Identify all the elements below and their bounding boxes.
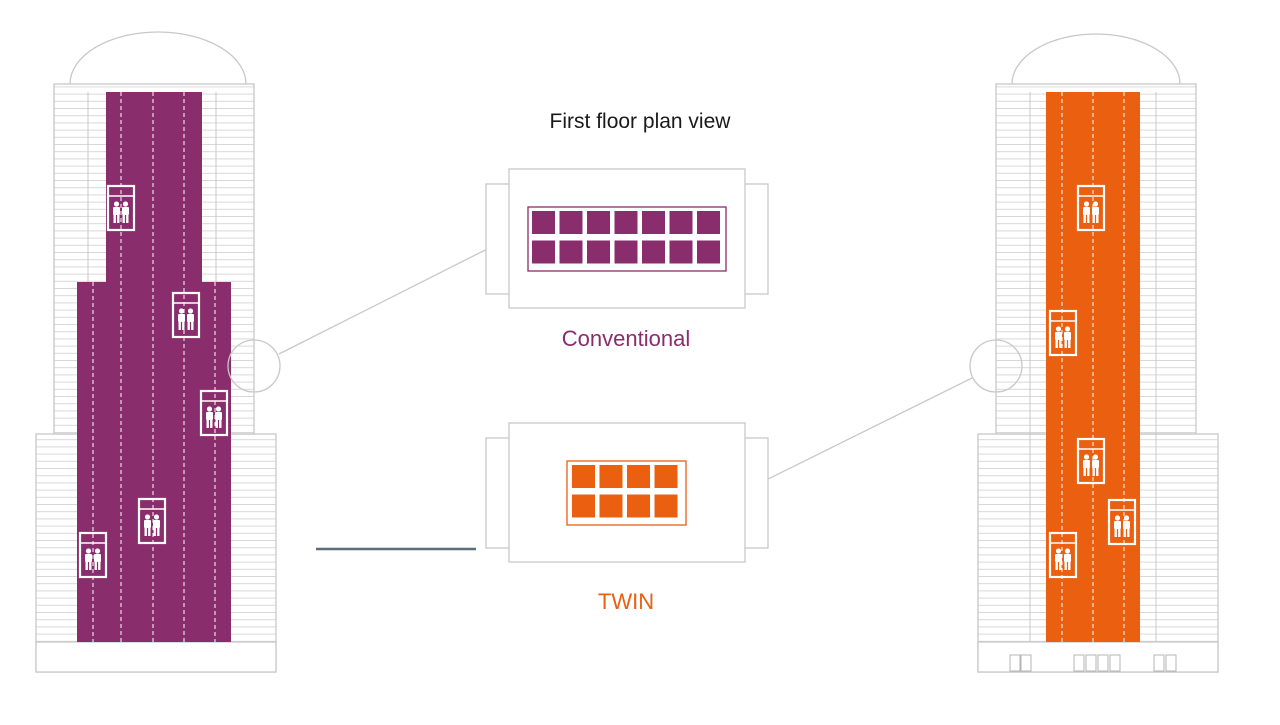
elevator-car-icon [171, 291, 201, 339]
twin-car-cell [654, 465, 678, 488]
elevator-car-icon [1048, 531, 1078, 579]
twin-car-cell [654, 494, 678, 518]
person-icon [1114, 515, 1121, 537]
twin-car-cell [599, 494, 623, 518]
conventional-car-cell [614, 211, 638, 234]
person-icon [1064, 548, 1071, 570]
twin-car-grid [572, 465, 678, 518]
conventional-car-cell [614, 240, 638, 264]
conventional-car-cell [642, 240, 665, 264]
person-icon [1123, 515, 1130, 537]
conventional-car-cell [697, 211, 720, 234]
diagram-title: First floor plan view [549, 110, 731, 133]
twin-car-cell [572, 494, 595, 518]
twin-building [977, 33, 1219, 673]
person-icon [1092, 454, 1099, 476]
twin-floor-plan [485, 422, 769, 563]
person-icon [206, 406, 213, 428]
conventional-car-cell [559, 240, 583, 264]
elevator-car-icon [106, 184, 136, 232]
person-icon [144, 514, 151, 536]
twin-car-grid-frame [566, 460, 687, 526]
elevator-car-icon [78, 531, 108, 579]
conventional-plan-box [508, 168, 746, 309]
person-icon [1064, 326, 1071, 348]
twin-label: TWIN [597, 589, 655, 614]
conventional-car-cell [532, 211, 555, 234]
elevator-car-icon [199, 389, 229, 437]
person-icon [85, 548, 92, 570]
twin-car-cell [599, 465, 623, 488]
twin-leader-line [745, 377, 973, 491]
conventional-car-cell [669, 211, 693, 234]
twin-car-cell [627, 494, 650, 518]
person-icon [122, 201, 129, 223]
conventional-leader-line [278, 237, 510, 355]
conventional-car-cell [697, 240, 720, 264]
conventional-shaft-lines [92, 92, 216, 642]
conventional-car-cell [642, 211, 665, 234]
person-icon [215, 406, 222, 428]
twin-ground-doors [1009, 654, 1177, 672]
twin-car-cell [627, 465, 650, 488]
elevator-car-icon [1107, 498, 1137, 546]
person-icon [94, 548, 101, 570]
person-icon [187, 308, 194, 330]
elevator-car-icon [1048, 309, 1078, 357]
magnifier-callouts [227, 237, 1023, 491]
conventional-car-grid-frame [527, 206, 727, 272]
person-icon [178, 308, 185, 330]
conventional-building [35, 31, 277, 673]
conventional-car-cell [559, 211, 583, 234]
twin-elevator-cars [1048, 184, 1137, 579]
conventional-car-cell [587, 211, 610, 234]
person-icon [1092, 201, 1099, 223]
conventional-elevator-cars [78, 184, 229, 579]
conventional-car-cell [669, 240, 693, 264]
conventional-car-grid [532, 211, 720, 264]
twin-car-cell [572, 465, 595, 488]
conventional-car-cell [532, 240, 555, 264]
conventional-label: Conventional [561, 326, 691, 351]
conventional-car-cell [587, 240, 610, 264]
twin-building-dome [1011, 33, 1181, 85]
person-icon [113, 201, 120, 223]
person-icon [1083, 454, 1090, 476]
person-icon [1055, 326, 1062, 348]
person-icon [1083, 201, 1090, 223]
twin-magnifier-circle [969, 339, 1023, 393]
conventional-floor-plan [485, 168, 769, 309]
elevator-car-icon [137, 497, 167, 545]
twin-plan-box [508, 422, 746, 563]
conventional-magnifier-circle [227, 339, 281, 393]
person-icon [153, 514, 160, 536]
elevator-car-icon [1076, 184, 1106, 232]
conventional-building-dome [69, 31, 247, 85]
person-icon [1055, 548, 1062, 570]
elevator-car-icon [1076, 437, 1106, 485]
twin-shaft-lines [1061, 92, 1125, 642]
